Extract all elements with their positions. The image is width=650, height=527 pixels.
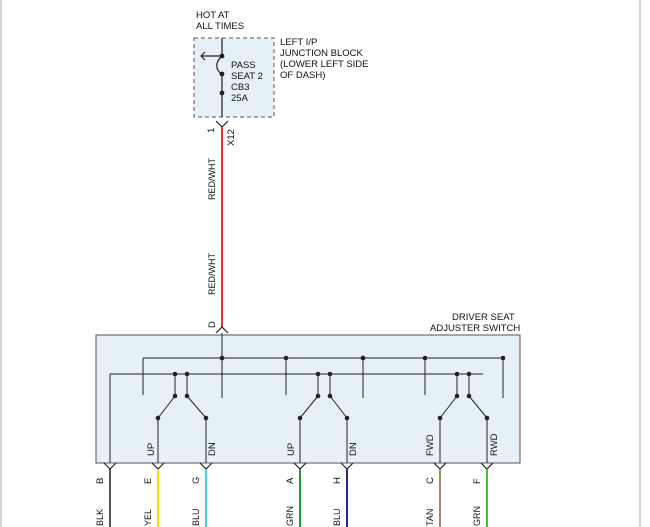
output-pin-label-F: F: [472, 478, 483, 484]
driver-seat-adjuster-switch-box: [95, 334, 521, 464]
output-wire-color-label-F: GRN: [472, 506, 482, 526]
switch-3-pivot-right: [484, 415, 490, 421]
switch-2-node-left: [315, 371, 321, 377]
output-pin-label-B: B: [95, 478, 106, 484]
switch-2-node-right: [327, 371, 333, 377]
output-pin-label-A: A: [285, 477, 296, 484]
breaker-label-4: 25A: [231, 93, 249, 104]
output-wire-color-label-E: YEL: [143, 509, 153, 526]
switch-3-pivot-left: [437, 415, 443, 421]
breaker-node-top: [219, 53, 225, 59]
switch-1-blade-left: [157, 395, 176, 419]
switch-3-node-top: [500, 355, 506, 361]
breaker-node-mid: [219, 71, 225, 77]
feed-wire-label-lower: RED/WHT: [207, 253, 217, 295]
junction-block-label-1: LEFT I/P: [280, 37, 317, 48]
connector-id-label: X12: [226, 129, 237, 146]
bus-node-3: [422, 355, 428, 361]
output-connector-H: [340, 462, 354, 470]
switch-1-blade-right: [186, 395, 207, 419]
output-pin-label-C: C: [425, 477, 436, 484]
output-wire-color-label-A: GRN: [285, 506, 295, 526]
switch-input-pin-label: D: [207, 321, 218, 328]
switch-2-pivot-left: [297, 415, 303, 421]
switch-position-up-1: UP: [146, 443, 157, 456]
output-connector-G: [199, 462, 213, 470]
switch-position-dn-2: DN: [348, 442, 359, 456]
junction-block-label-2: JUNCTION BLOCK: [280, 48, 364, 59]
output-wire-color-label-G: BLU: [191, 508, 201, 526]
switch-1-node-right: [184, 371, 190, 377]
output-connector-E: [151, 462, 165, 470]
switch-input-connector: [215, 326, 229, 334]
switch-3-node-left: [454, 371, 460, 377]
output-connector-A: [293, 462, 307, 470]
breaker-label-2: SEAT 2: [231, 71, 263, 82]
switch-position-fwd: FWD: [425, 434, 436, 456]
connector-pin-label: 1: [206, 128, 217, 133]
switch-label-2: ADJUSTER SWITCH: [430, 323, 520, 334]
switch-1-node-left: [172, 371, 178, 377]
bus-node-2: [283, 355, 289, 361]
output-wire-color-label-H: BLU: [332, 508, 342, 526]
breaker-label-1: PASS: [231, 60, 256, 71]
power-label-line-2: ALL TIMES: [196, 21, 244, 32]
power-label-line-1: HOT AT: [196, 10, 230, 21]
switch-1-pivot-left: [155, 415, 161, 421]
junction-block-box: [193, 37, 275, 118]
junction-block-label-4: OF DASH): [280, 70, 325, 81]
output-connector-C: [433, 462, 447, 470]
breaker-node-bottom: [219, 90, 225, 96]
switch-3-blade-right: [468, 395, 488, 419]
switch-label-1: DRIVER SEAT: [452, 312, 515, 323]
breaker-label-3: CB3: [231, 82, 249, 93]
switch-3-blade-left: [439, 395, 458, 419]
switch-3-node-right: [466, 371, 472, 377]
switch-2-blade-right: [329, 395, 348, 419]
switch-internal-wiring: [109, 333, 506, 463]
switch-position-up-2: UP: [286, 443, 297, 456]
switch-2-blade-left: [299, 395, 319, 419]
junction-block-label-3: (LOWER LEFT SIDE: [280, 59, 369, 70]
input-node: [219, 355, 225, 361]
output-wire-color-label-C: TAN: [425, 509, 435, 526]
output-pin-label-E: E: [143, 478, 154, 484]
output-connector-B: [103, 462, 117, 470]
switch-1-pivot-right: [203, 415, 209, 421]
output-connector-F: [480, 462, 494, 470]
bus-node-4: [360, 355, 366, 361]
feed-wire-label-upper: RED/WHT: [207, 158, 217, 200]
switch-2-pivot-right: [344, 415, 350, 421]
output-wire-color-label-B: BLK: [95, 509, 105, 526]
output-pin-label-H: H: [332, 477, 343, 484]
switch-position-rwd: RWD: [489, 433, 500, 456]
switch-position-dn-1: DN: [207, 442, 218, 456]
output-wires: B BLK E YEL G BLU A GRN H BLU C TAN F GRN: [95, 462, 494, 527]
output-pin-label-G: G: [191, 477, 202, 484]
connector-x12-symbol: [215, 120, 229, 128]
